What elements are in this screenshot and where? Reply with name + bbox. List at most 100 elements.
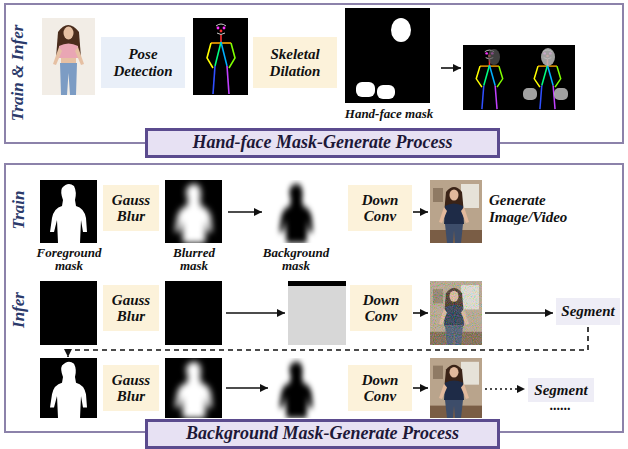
box-text: Gauss Blur — [105, 292, 157, 325]
box-text: Segment — [561, 303, 614, 320]
box-text: Gauss Blur — [105, 372, 157, 405]
mask-images — [165, 358, 222, 418]
masked-pose-image — [541, 48, 555, 66]
mask-images — [165, 180, 222, 243]
masked-pose-image — [488, 49, 500, 65]
mask-images — [288, 281, 346, 345]
mask-images — [270, 180, 322, 243]
person-photo — [61, 58, 76, 63]
box-text: Skeletal Dilation — [255, 46, 335, 79]
person-photo — [59, 44, 78, 59]
caption-text: Background Mask-Generate Process — [186, 424, 459, 444]
mask-images — [175, 362, 212, 418]
flow-arrows — [226, 387, 268, 389]
box-text: Gauss Blur — [105, 192, 157, 225]
caption-box: Background Mask-Generate Process — [145, 419, 500, 449]
process-box: Skeletal Dilation — [253, 37, 337, 88]
box-text: Down Conv — [350, 372, 410, 405]
flow-arrows — [413, 387, 428, 389]
hand-face-mask-image — [391, 18, 411, 42]
person-photo — [42, 18, 95, 95]
person-photo — [60, 63, 77, 95]
mask-images — [270, 358, 322, 418]
mask-images — [40, 358, 97, 418]
flow-arrows — [485, 312, 553, 314]
generated-photos — [430, 180, 482, 418]
mask-images — [288, 281, 346, 286]
person-photo — [42, 18, 95, 95]
connector — [228, 208, 262, 216]
masked-pose-image — [523, 88, 537, 100]
stage-panel: Train & Infer Pose Detection Skeletal Dila… — [4, 3, 624, 144]
person-photo — [64, 27, 74, 40]
process-box: Down Conv — [348, 365, 412, 411]
flow-arrows — [413, 211, 428, 213]
mask-images — [175, 184, 212, 243]
stage-label: Infer — [9, 292, 29, 328]
process-box: Pose Detection — [101, 37, 185, 88]
image-node: Blurred mask — [160, 180, 228, 273]
mask-images — [40, 180, 97, 243]
mask-images — [279, 362, 313, 418]
person-photo — [42, 18, 95, 95]
generated-photos — [430, 358, 482, 418]
image-node: Foreground mask — [34, 180, 104, 273]
hand-face-mask-image — [345, 8, 430, 103]
mask-images — [270, 180, 322, 243]
mask-images — [40, 358, 97, 418]
process-box: Gauss Blur — [103, 185, 159, 231]
image-label: Foreground mask — [34, 246, 104, 273]
mask-images — [175, 362, 212, 418]
mask-images — [279, 362, 313, 418]
caption-text: Hand-face Mask-Generate Process — [193, 133, 453, 153]
flow-arrows — [441, 67, 461, 69]
pose-image — [207, 24, 235, 94]
mask-images — [279, 184, 313, 243]
arrowhead — [254, 208, 262, 216]
person-photo — [75, 47, 84, 65]
hand-face-mask-image — [377, 85, 395, 99]
box-text: Down Conv — [350, 192, 410, 225]
mask-images — [270, 358, 322, 418]
image-node: Background mask — [262, 180, 330, 273]
generated-photos — [430, 281, 482, 345]
mask-images — [50, 184, 87, 243]
mask-images — [175, 184, 212, 243]
mask-images — [165, 281, 222, 345]
generated-photos — [430, 281, 482, 345]
mask-images — [40, 180, 97, 243]
flow-arrows — [413, 312, 428, 314]
masked-pose-image — [463, 45, 575, 110]
process-box: Gauss Blur — [103, 365, 159, 411]
pose-image — [193, 18, 248, 95]
caption-box: Hand-face Mask-Generate Process — [145, 128, 500, 158]
image-node: Hand-face mask — [340, 8, 438, 121]
generated-photos — [430, 281, 482, 345]
image-label: Hand-face mask — [340, 107, 438, 121]
free-label: Generate Image/Video — [489, 192, 581, 225]
hand-face-mask-image — [356, 82, 375, 97]
process-box: Segment — [556, 298, 620, 325]
process-box: Down Conv — [348, 185, 412, 231]
generated-photos — [430, 180, 482, 243]
mask-images — [40, 180, 346, 418]
hand-face-mask-image — [345, 8, 430, 103]
process-box: Down Conv — [350, 285, 412, 331]
person-photo — [53, 47, 62, 65]
pose-image — [193, 18, 248, 95]
image-label: Background mask — [262, 246, 330, 273]
mask-images — [165, 358, 222, 418]
mask-images — [50, 362, 87, 418]
flow-arrows — [485, 388, 525, 390]
masked-pose-image — [463, 45, 575, 110]
flow-arrows — [68, 68, 588, 389]
box-text: Pose Detection — [103, 46, 183, 79]
free-label: ...... — [550, 398, 590, 413]
masked-pose-image — [554, 88, 568, 100]
box-text: Segment — [534, 382, 587, 399]
stage-label: Train — [9, 190, 29, 229]
stage-label: Train & Infer — [8, 25, 28, 122]
flow-arrows — [226, 312, 285, 314]
flow-arrows — [68, 327, 588, 357]
